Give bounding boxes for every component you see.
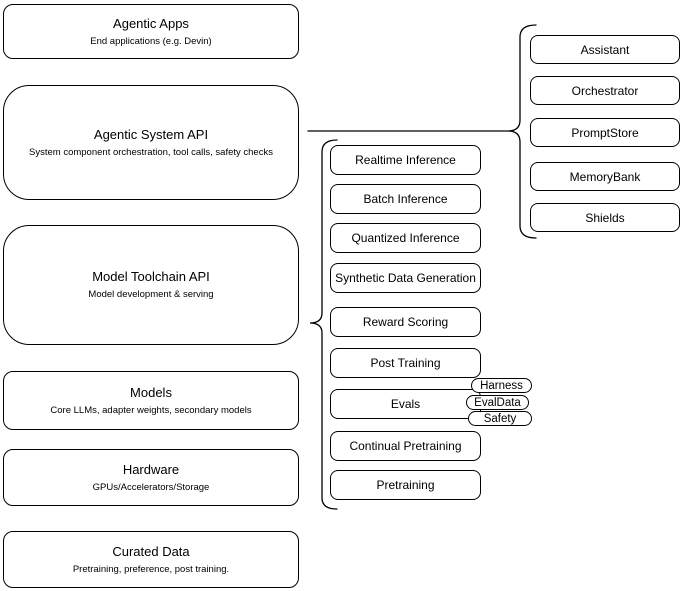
layer-title: Hardware xyxy=(122,461,180,477)
toolchain-item-evals: Evals xyxy=(330,389,481,419)
layer-subtitle: GPUs/Accelerators/Storage xyxy=(92,481,210,493)
toolchain-item-continual-pretraining: Continual Pretraining xyxy=(330,431,481,461)
toolchain-item-quantized-inference: Quantized Inference xyxy=(330,223,481,253)
evals-tag-safety: Safety xyxy=(468,411,532,426)
component-assistant: Assistant xyxy=(530,35,680,64)
toolchain-item-reward-scoring: Reward Scoring xyxy=(330,307,481,337)
layer-title: Agentic Apps xyxy=(113,15,189,31)
layer-box-hardware: Hardware GPUs/Accelerators/Storage xyxy=(3,449,299,506)
layer-subtitle: Core LLMs, adapter weights, secondary mo… xyxy=(50,404,252,416)
layer-subtitle: Model development & serving xyxy=(88,289,214,301)
layer-title: Model Toolchain API xyxy=(92,269,210,285)
toolchain-item-realtime-inference: Realtime Inference xyxy=(330,145,481,175)
component-shields: Shields xyxy=(530,203,680,232)
layer-box-models: Models Core LLMs, adapter weights, secon… xyxy=(3,371,299,430)
layer-box-agentic-apps: Agentic Apps End applications (e.g. Devi… xyxy=(3,4,299,59)
component-orchestrator: Orchestrator xyxy=(530,76,680,105)
layer-subtitle: System component orchestration, tool cal… xyxy=(29,146,273,158)
layer-box-model-toolchain-api: Model Toolchain API Model development & … xyxy=(3,225,299,345)
evals-tag-harness: Harness xyxy=(471,378,532,393)
toolchain-item-batch-inference: Batch Inference xyxy=(330,184,481,214)
layer-box-agentic-system-api: Agentic System API System component orch… xyxy=(3,85,299,200)
component-memorybank: MemoryBank xyxy=(530,162,680,191)
toolchain-item-post-training: Post Training xyxy=(330,348,481,378)
layer-subtitle: End applications (e.g. Devin) xyxy=(90,35,212,47)
layer-title: Models xyxy=(130,384,172,400)
layer-subtitle: Pretraining, preference, post training. xyxy=(72,563,230,575)
component-promptstore: PromptStore xyxy=(530,118,680,147)
layer-title: Agentic System API xyxy=(93,126,209,142)
toolchain-item-synthetic-data-generation: Synthetic Data Generation xyxy=(330,263,481,293)
toolchain-item-pretraining: Pretraining xyxy=(330,470,481,500)
evals-tag-evaldata: EvalData xyxy=(466,395,529,410)
layer-box-curated-data: Curated Data Pretraining, preference, po… xyxy=(3,531,299,588)
layer-title: Curated Data xyxy=(112,543,190,559)
